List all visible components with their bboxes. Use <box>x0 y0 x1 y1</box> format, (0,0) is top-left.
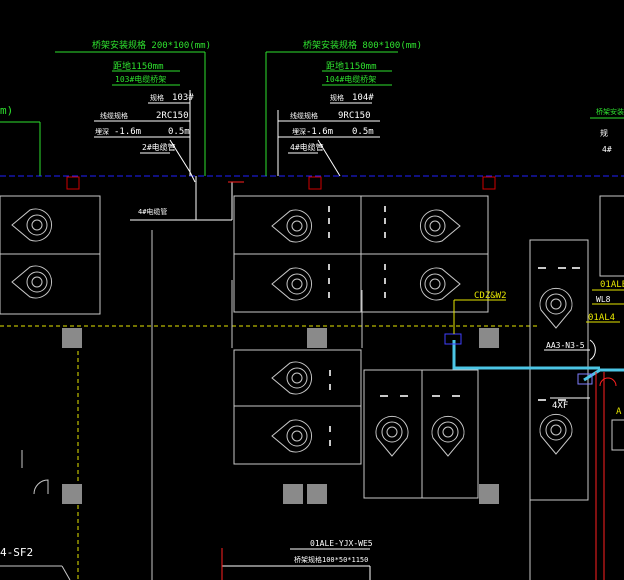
fixture-icon <box>375 416 409 457</box>
room-center-middle <box>233 349 362 465</box>
label-01al4: 01AL4 <box>588 313 615 323</box>
svg-text:01ALE-YJX-WE5: 01ALE-YJX-WE5 <box>310 539 373 548</box>
tray-annotation-left: 桥架安装规格 200*100(mm) 距地1150mm 103#电缆桥架 规格 … <box>55 39 211 183</box>
label-sf2: 4-SF2 <box>0 546 33 559</box>
marker-red-2 <box>308 176 322 190</box>
cable-route <box>452 340 624 382</box>
tray-left-sub: 103#电缆桥架 <box>115 74 166 84</box>
svg-text:4#: 4# <box>602 145 612 154</box>
tray-right-cable: 9RC150 <box>338 111 371 121</box>
wall-lines <box>151 230 531 580</box>
svg-text:线缆规格: 线缆规格 <box>100 111 128 120</box>
fixture-icon <box>420 267 461 301</box>
svg-text:A: A <box>616 407 622 417</box>
tray-left-depth: -1.6m <box>114 127 141 137</box>
svg-text:WL8: WL8 <box>596 295 611 304</box>
tray-left-cable: 2RC150 <box>156 111 189 121</box>
fixture-icon <box>539 414 573 455</box>
fixture-icon <box>271 361 312 395</box>
svg-text:桥架规格100*50*1150: 桥架规格100*50*1150 <box>294 555 368 564</box>
svg-text:规格: 规格 <box>150 93 164 102</box>
left-mid-label: 4#电缆管 <box>138 207 167 216</box>
tray-left-box: 103# <box>172 93 194 103</box>
label-01ale: 01ALE <box>600 280 624 290</box>
svg-text:埋深: 埋深 <box>95 127 109 136</box>
tray-right-depth2: 0.5m <box>352 127 374 137</box>
junction-box-2 <box>577 373 593 385</box>
label-cdz: CDZ&W2 <box>453 291 507 334</box>
room-right-middle <box>363 239 589 501</box>
marker-red-1 <box>66 176 80 190</box>
fixture-icon <box>271 267 312 301</box>
fixture-icon <box>11 265 52 299</box>
fixture-icon <box>431 416 465 457</box>
cut-annotation-left: m) <box>0 104 13 117</box>
label-aa3: AA3-N3-5 <box>546 341 585 350</box>
tray-right-foot: 4#电缆管 <box>290 142 324 152</box>
fixture-icon <box>11 208 52 242</box>
tray-right-box: 104# <box>352 93 374 103</box>
cut-annotation-right: 桥架安装 <box>596 107 624 116</box>
tray-right-title: 桥架安装规格 800*100(mm) <box>303 39 422 51</box>
columns <box>62 328 499 504</box>
fixture-icon <box>420 209 461 243</box>
fixture-icon <box>539 288 573 329</box>
tray-annotation-right: 桥架安装规格 800*100(mm) 距地1150mm 104#电缆桥架 规格 … <box>265 39 422 177</box>
door-swing <box>33 479 49 495</box>
tray-left-foot: 2#电缆管 <box>142 142 176 152</box>
marker-red-3 <box>482 176 496 190</box>
tray-left-depth2: 0.5m <box>168 127 190 137</box>
tray-right-sub: 104#电缆桥架 <box>325 74 376 84</box>
label-4xf: 4XF <box>552 401 568 411</box>
tray-right-depth: -1.6m <box>306 127 333 137</box>
fixture-icon <box>271 209 312 243</box>
tray-right-height: 距地1150mm <box>326 60 377 72</box>
label-wl8: WL8 <box>592 295 624 305</box>
junction-box <box>444 333 462 345</box>
tray-left-title: 桥架安装规格 200*100(mm) <box>92 39 211 51</box>
svg-text:规格: 规格 <box>330 93 344 102</box>
svg-text:埋深: 埋深 <box>292 127 306 136</box>
tray-left-height: 距地1150mm <box>113 60 164 72</box>
red-lines <box>595 372 605 580</box>
svg-text:规: 规 <box>600 128 608 138</box>
room-center-upper <box>233 195 489 313</box>
room-left-upper <box>0 195 101 315</box>
svg-text:CDZ&W2: CDZ&W2 <box>474 291 507 301</box>
dash-ticks <box>328 206 580 446</box>
label-bottom-code: 01ALE-YJX-WE5 桥架规格100*50*1150 <box>221 539 373 580</box>
svg-text:线缆规格: 线缆规格 <box>290 111 318 120</box>
fixture-icon <box>271 419 312 453</box>
right-edge-fragments <box>599 195 624 451</box>
